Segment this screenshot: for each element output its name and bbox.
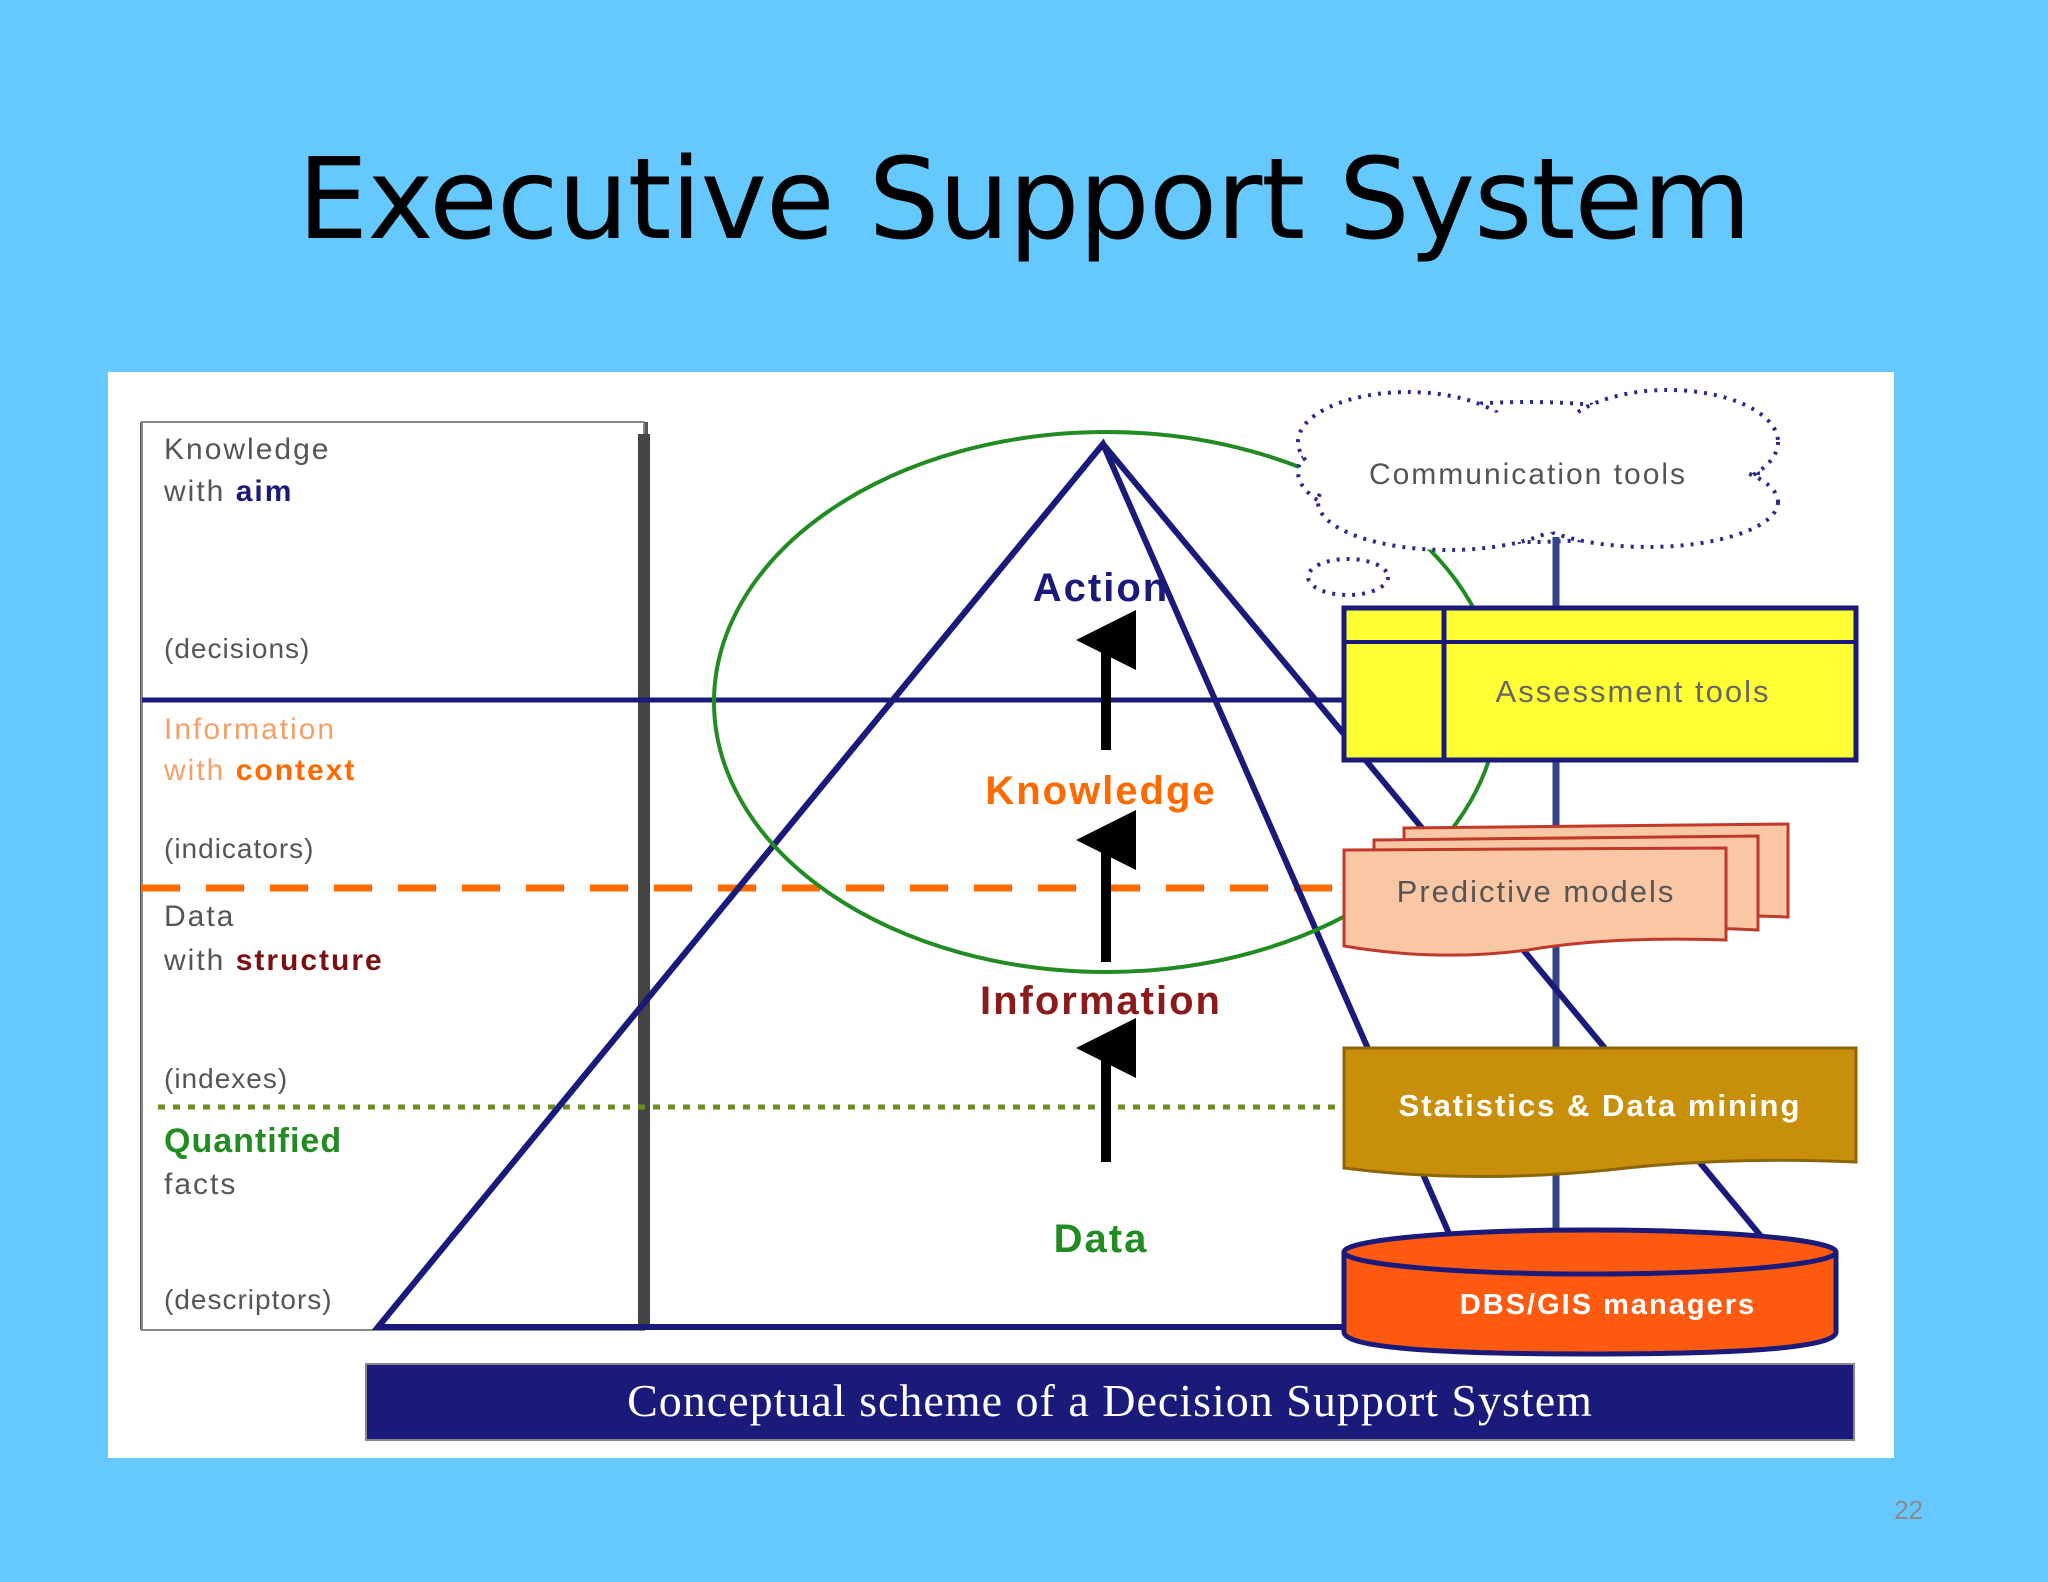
pyramid-data-label: Data (1054, 1217, 1149, 1261)
svg-text:with structure: with structure (163, 944, 384, 977)
level-knowledge-tag: (decisions) (164, 633, 310, 664)
pyramid-information-label: Information (980, 979, 1222, 1023)
level-quantified-tag: (descriptors) (164, 1284, 333, 1315)
predictive-models-box (1342, 822, 1790, 957)
dbs-gis-label: DBS/GIS managers (1460, 1289, 1756, 1321)
dss-diagram: Knowledge with aim (decisions) Informati… (108, 372, 1894, 1458)
level-quantified-line1: Quantified (164, 1122, 342, 1160)
level-data-with: with (163, 944, 236, 977)
level-data-tag: (indexes) (164, 1063, 288, 1094)
predictive-models-label: Predictive models (1397, 874, 1676, 909)
diagram-caption: Conceptual scheme of a Decision Support … (627, 1375, 1593, 1426)
assessment-tools-label: Assessment tools (1496, 674, 1771, 709)
page-number: 22 (1894, 1495, 1923, 1525)
level-data-line1: Data (164, 900, 235, 933)
dbs-gis-cylinder (1341, 1227, 1839, 1357)
level-quantified-line2: facts (164, 1168, 237, 1201)
level-information-with: with (163, 754, 236, 787)
level-knowledge-with: with (163, 475, 236, 508)
level-information-emph: context (236, 754, 357, 787)
pyramid-knowledge-label: Knowledge (985, 769, 1216, 813)
pyramid-action-label: Action (1033, 566, 1169, 610)
level-information-tag: (indicators) (164, 833, 314, 864)
statistics-label: Statistics & Data mining (1399, 1088, 1802, 1123)
levels-panel (140, 421, 650, 1331)
level-data-emph: structure (236, 944, 384, 977)
statistics-box (1342, 1046, 1858, 1179)
level-knowledge-emph: aim (236, 475, 294, 508)
communication-tools-label: Communication tools (1369, 458, 1687, 491)
pyramid-left-edge (375, 442, 1106, 1329)
svg-text:with aim: with aim (163, 475, 293, 508)
caption-bar (365, 1363, 1855, 1441)
slide-title: Executive Support System (297, 135, 1752, 265)
level-knowledge-line1: Knowledge (164, 433, 330, 466)
level-information-line1: Information (164, 713, 336, 746)
assessment-tools-box (1341, 605, 1859, 763)
svg-text:with context: with context (163, 754, 356, 787)
